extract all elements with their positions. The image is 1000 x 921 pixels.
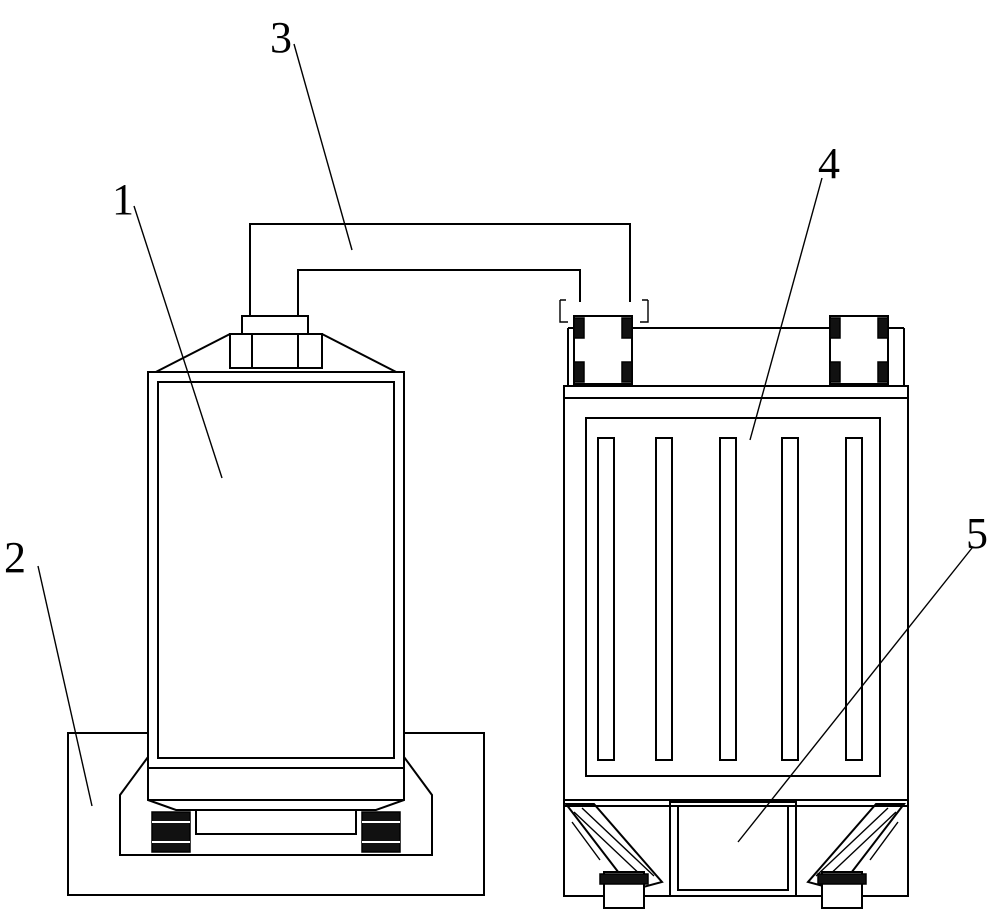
right-foot bbox=[361, 811, 401, 853]
leader-lines bbox=[37, 43, 973, 843]
right-arm-mechanism bbox=[806, 803, 907, 909]
label-3: 3 bbox=[270, 13, 292, 62]
filter-slots bbox=[597, 437, 863, 761]
top-block-left bbox=[573, 315, 633, 385]
label-1: 1 bbox=[112, 175, 134, 224]
left-foot bbox=[151, 811, 191, 853]
left-arm-mechanism bbox=[563, 803, 664, 909]
collector-5 bbox=[669, 801, 797, 897]
pipe-3 bbox=[249, 223, 649, 323]
cabinet-4 bbox=[563, 315, 909, 897]
label-2: 2 bbox=[4, 533, 26, 582]
tank-1 bbox=[147, 315, 405, 853]
label-5: 5 bbox=[966, 509, 988, 558]
top-block-right bbox=[829, 315, 889, 385]
label-4: 4 bbox=[818, 139, 840, 188]
